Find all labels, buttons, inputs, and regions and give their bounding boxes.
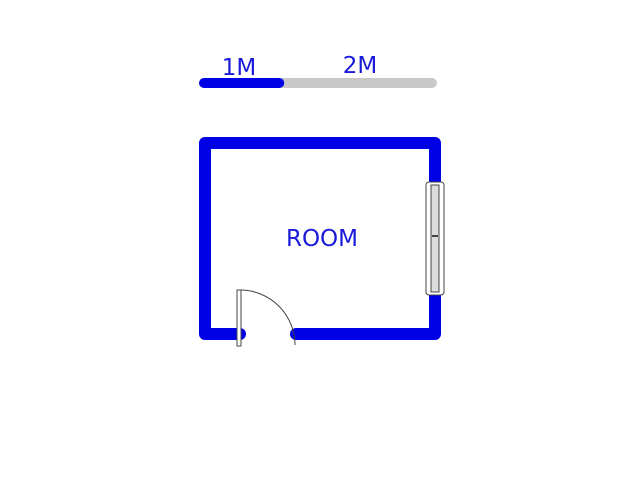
room-label: ROOM: [286, 226, 358, 252]
scale-label-1m: 1M: [222, 55, 256, 81]
window-glass: [430, 184, 440, 293]
door-swing-arc: [239, 289, 296, 346]
window-icon: [425, 181, 445, 296]
door-icon: [236, 289, 296, 347]
door-leaf: [236, 289, 242, 347]
room-walls: [199, 137, 441, 340]
scale-label-2m: 2M: [343, 53, 377, 79]
scale-bar: 1M 2M: [199, 53, 437, 88]
